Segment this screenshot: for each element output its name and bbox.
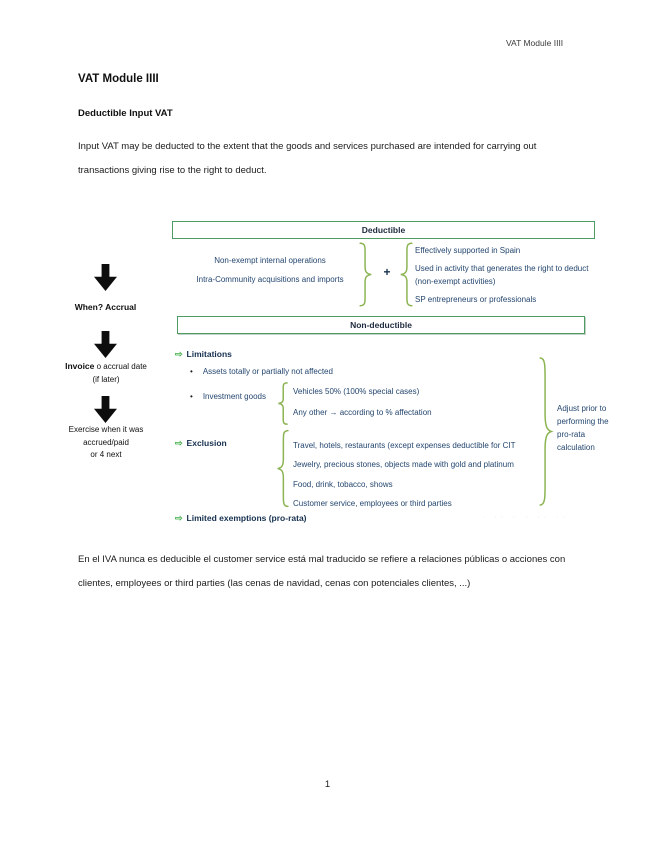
- deductible-box: Deductible: [172, 221, 595, 239]
- right-item: SP entrepreneurs or professionals: [415, 295, 537, 304]
- investment-line: Vehicles 50% (100% special cases): [293, 387, 420, 396]
- page-title: VAT Module IIII: [78, 73, 159, 85]
- down-arrow-icon: [94, 331, 117, 358]
- running-header: VAT Module IIII: [506, 38, 564, 48]
- limitation-bullet-text: Investment goods: [202, 392, 266, 401]
- limitations-label: Limitations: [186, 349, 232, 359]
- flow-exercise-line1: Exercise when it was: [68, 425, 144, 434]
- exclusion-line: Food, drink, tobacco, shows: [293, 479, 393, 489]
- left-item: Non-exempt internal operations: [214, 256, 326, 265]
- limitation-bullet-row: • Assets totally or partially not affecte…: [190, 367, 333, 376]
- flow-invoice-rest: o accrual date: [96, 362, 147, 371]
- limited-exemptions-label: Limited exemptions (pro-rata): [186, 513, 307, 523]
- left-item: Intra-Community acquisitions and imports: [196, 275, 344, 284]
- opening-brace: [399, 242, 413, 307]
- opening-brace: [276, 429, 289, 508]
- exclusion-label: Exclusion: [186, 438, 227, 448]
- down-arrow-icon: [94, 264, 117, 291]
- deductible-right-items: Effectively supported in Spain Used in a…: [415, 244, 593, 311]
- closing-brace: [539, 355, 553, 508]
- section-heading: Deductible Input VAT: [78, 108, 173, 119]
- deductible-left-items: Non-exempt internal operations Intra-Com…: [176, 251, 364, 289]
- intro-paragraph: Input VAT may be deducted to the extent …: [78, 141, 537, 176]
- exclusion-heading: ⇨Exclusion: [175, 438, 227, 449]
- non-deductible-box: Non-deductible: [177, 316, 585, 334]
- adjust-note: Adjust prior to performing the pro-rata …: [557, 404, 609, 452]
- flow-step-exercise: Exercise when it was accrued/paid or 4 n…: [50, 424, 162, 462]
- exclusion-lines: Travel, hotels, restaurants (except expe…: [293, 436, 515, 513]
- note-paragraph: En el IVA nunca es deducible el customer…: [78, 554, 566, 589]
- faint-text-artifact: · ·· · · ·· ··: [482, 514, 569, 521]
- down-arrow-icon: [94, 396, 117, 423]
- investment-line: Any other → according to % affectation: [293, 407, 432, 417]
- page-number: 1: [324, 779, 331, 790]
- flow-exercise-line3: or 4 next: [90, 450, 122, 459]
- green-pointer-arrow-icon: ⇨: [175, 438, 183, 448]
- flow-step-invoice-date: Invoice o accrual date (if later): [52, 360, 160, 386]
- flow-step-when-accrual: When? Accrual: [74, 302, 137, 312]
- exclusion-line: Customer service, employees or third par…: [293, 498, 452, 508]
- flow-step-invoice-line1: Invoice o accrual date: [52, 360, 160, 373]
- bullet-icon: •: [190, 367, 193, 376]
- green-pointer-arrow-icon: ⇨: [175, 349, 183, 359]
- closing-brace: [359, 242, 373, 307]
- right-item: Used in activity that generates the righ…: [415, 264, 589, 286]
- flow-invoice-bold: Invoice: [65, 361, 95, 371]
- plus-sign: +: [383, 265, 391, 279]
- investment-goods-lines: Vehicles 50% (100% special cases) Any ot…: [293, 382, 432, 423]
- exclusion-line: Jewelry, precious stones, objects made w…: [293, 460, 514, 470]
- bullet-icon: •: [190, 392, 193, 401]
- limitations-heading: ⇨Limitations: [175, 349, 232, 360]
- flow-exercise-line2: accrued/paid: [83, 437, 129, 447]
- opening-brace: [277, 382, 288, 425]
- limitation-bullet-text: Assets totally or partially not affected: [202, 367, 333, 376]
- flow-invoice-note: (if later): [92, 375, 120, 384]
- limited-exemptions-heading: ⇨Limited exemptions (pro-rata): [175, 513, 307, 524]
- green-pointer-arrow-icon: ⇨: [175, 513, 183, 523]
- limitation-bullet-row: • Investment goods: [190, 392, 266, 401]
- right-item: Effectively supported in Spain: [415, 246, 521, 255]
- exclusion-line: Travel, hotels, restaurants (except expe…: [293, 441, 516, 450]
